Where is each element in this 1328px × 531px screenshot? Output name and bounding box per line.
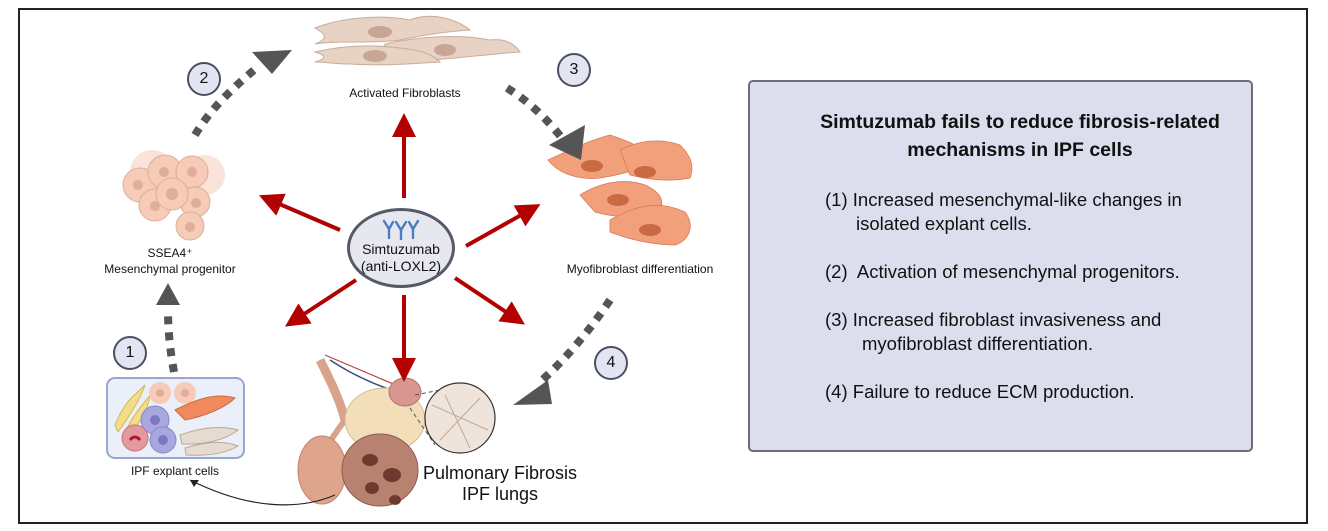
step-badge-3: 3 [557, 53, 591, 87]
activated-fibroblasts-label: Activated Fibroblasts [349, 86, 461, 100]
red-arrow-upright [465, 204, 541, 248]
arrowhead-2 [252, 50, 292, 74]
panel-item-3: (3) Increased fibroblast invasiveness an… [825, 309, 1162, 354]
explant-cells-illustration [106, 377, 245, 459]
dashed-arrow-4 [537, 297, 614, 386]
myofibroblast-label: Myofibroblast differentiation [566, 262, 714, 276]
red-arrow-downright [453, 276, 525, 325]
dashed-arrow-2 [191, 61, 263, 138]
red-effect-arrows [258, 113, 541, 382]
panel-item-4: (4) Failure to reduce ECM production. [825, 381, 1135, 402]
arrowhead-3 [549, 125, 585, 160]
myofibroblast-illustration [547, 134, 693, 246]
ipf-lungs-illustration [189, 354, 496, 507]
progenitor-label-line2: Mesenchymal progenitor [104, 262, 236, 276]
lungs-label-line1: Pulmonary Fibrosis [422, 463, 578, 483]
antibody-icon [382, 219, 420, 240]
arrowhead-4 [513, 380, 552, 405]
drug-name: Simtuzumab [362, 241, 440, 257]
progenitor-label-line1: SSEA4⁺ [147, 246, 193, 260]
mesenchymal-progenitor-illustration [122, 150, 225, 241]
panel-item-1: (1) Increased mesenchymal-like changes i… [825, 189, 1182, 234]
step-badge-1: 1 [113, 336, 147, 370]
cycle-arrows [164, 61, 614, 386]
explant-cells-label: IPF explant cells [130, 464, 220, 478]
red-arrow-downleft [284, 278, 358, 327]
lungs-label-line2: IPF lungs [461, 484, 539, 504]
panel-title: Simtuzumab fails to reduce fibrosis-rela… [820, 111, 1220, 161]
simtuzumab-node: Simtuzumab (anti-LOXL2) [347, 208, 455, 288]
red-arrow-upleft [258, 193, 341, 232]
panel-item-2: (2) Activation of mesenchymal progenitor… [825, 261, 1180, 282]
dashed-arrow-3 [504, 84, 569, 145]
step-badge-4: 4 [594, 346, 628, 380]
cycle-arrowheads [156, 50, 585, 405]
dashed-arrow-1 [164, 309, 178, 373]
arrowhead-1 [156, 283, 180, 305]
activated-fibroblasts-illustration [313, 15, 521, 66]
drug-target: (anti-LOXL2) [360, 258, 442, 274]
summary-panel: Simtuzumab fails to reduce fibrosis-rela… [748, 80, 1253, 452]
step-badge-2: 2 [187, 62, 221, 96]
